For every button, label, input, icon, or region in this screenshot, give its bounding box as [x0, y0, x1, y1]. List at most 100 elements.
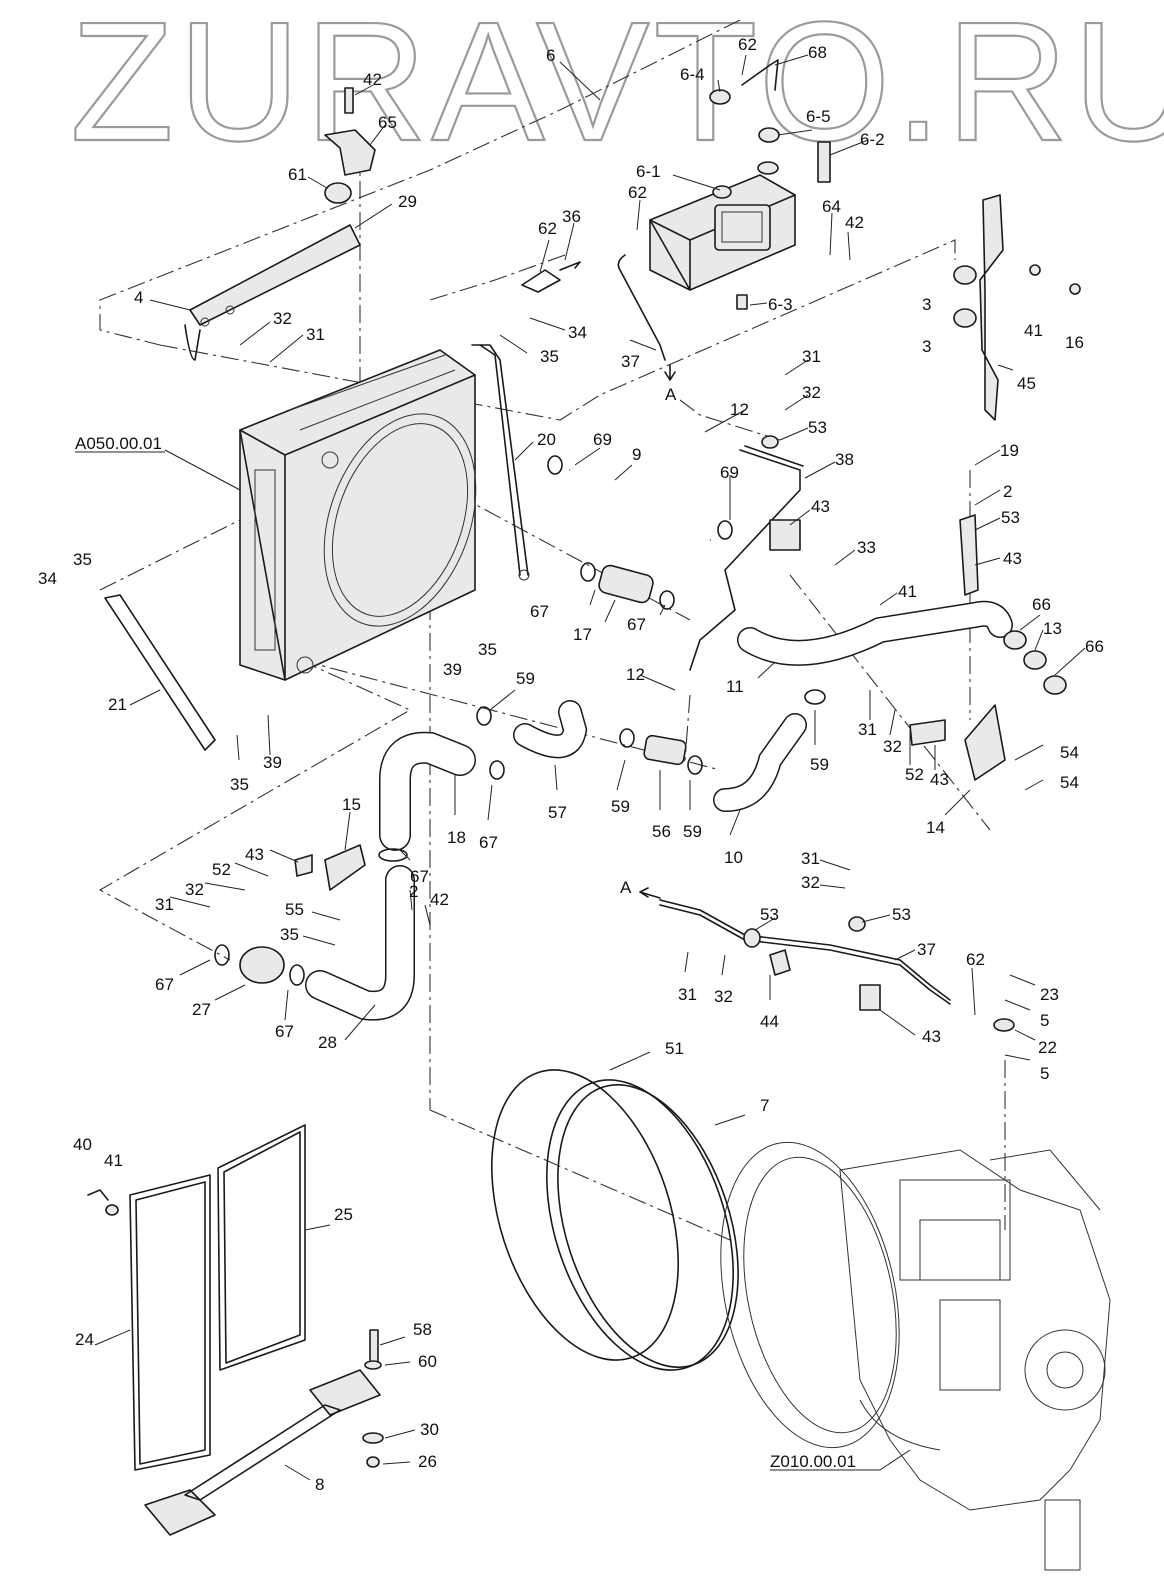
callout: 28 [318, 1033, 337, 1052]
callout: 6-4 [680, 65, 705, 84]
callout: 29 [398, 192, 417, 211]
callout: 42 [363, 70, 382, 89]
callout: 51 [665, 1039, 684, 1058]
pipe-37-lower [659, 899, 951, 1001]
callout: 5 [1040, 1011, 1049, 1030]
callout: 31 [155, 895, 174, 914]
callout: 43 [811, 497, 830, 516]
callout: 18 [447, 828, 466, 847]
callout: 69 [720, 463, 739, 482]
callout: 25 [334, 1205, 353, 1224]
callout: 52 [212, 860, 231, 879]
callout: 62 [628, 183, 647, 202]
bracket-65 [324, 129, 376, 176]
callout: 67 [155, 975, 174, 994]
stay-rod-20b [479, 344, 521, 576]
callout: 34 [568, 323, 587, 342]
callout: 43 [930, 770, 949, 789]
ref-engine: Z010.00.01 [770, 1452, 856, 1471]
radiator-assembly [239, 349, 477, 681]
washer-41 [105, 1204, 119, 1216]
callout: 53 [808, 418, 827, 437]
callout: 60 [418, 1352, 437, 1371]
stay-8 [144, 1329, 384, 1536]
callout: 44 [760, 1012, 779, 1031]
callout: 31 [801, 849, 820, 868]
banjo-22 [993, 1018, 1015, 1032]
callout: 37 [917, 940, 936, 959]
callout: 13 [1043, 619, 1062, 638]
callout: 57 [548, 803, 567, 822]
callout-labels: 6 6-4 62 68 6-5 6-2 6-1 42 65 61 29 62 3… [38, 35, 1104, 1494]
callout: 12 [626, 665, 645, 684]
callout: 54 [1060, 743, 1079, 762]
callout: 35 [280, 925, 299, 944]
callout: 2 [409, 882, 418, 901]
callout: 67 [275, 1022, 294, 1041]
callout: 4 [134, 288, 143, 307]
callout: 2 [1003, 482, 1012, 501]
callout: 41 [104, 1151, 123, 1170]
callout: 64 [822, 197, 841, 216]
callout: 38 [835, 450, 854, 469]
callout: 31 [802, 347, 821, 366]
callout: 30 [420, 1420, 439, 1439]
callout: 39 [263, 753, 282, 772]
screens-24-25 [129, 1124, 306, 1471]
bracket-43-left [294, 854, 313, 877]
callout: 62 [538, 219, 557, 238]
callout: 53 [1001, 508, 1020, 527]
callout: 40 [73, 1135, 92, 1154]
callout: 31 [858, 720, 877, 739]
callout: 32 [714, 987, 733, 1006]
callout: 7 [760, 1096, 769, 1115]
callout: 31 [306, 325, 325, 344]
callout: 58 [413, 1320, 432, 1339]
callout: 59 [683, 822, 702, 841]
watermark-text: ZURAVTO.RU [70, 0, 1164, 177]
callout: 62 [738, 35, 757, 54]
overflow-pipe-37 [617, 254, 666, 361]
reservoir-tank [649, 59, 831, 310]
callout: 11 [726, 677, 744, 696]
pipe-38 [689, 449, 801, 671]
callout: 12 [730, 400, 749, 419]
callout: 69 [593, 430, 612, 449]
callout: 27 [192, 1000, 211, 1019]
callout: 59 [810, 755, 829, 774]
callout: 32 [883, 737, 902, 756]
callout: 68 [808, 43, 827, 62]
callout: 22 [1038, 1038, 1057, 1057]
rod-21 [104, 594, 216, 751]
callout: 24 [75, 1330, 94, 1349]
callout: 17 [573, 625, 592, 644]
callout: 32 [185, 880, 204, 899]
callout: 56 [652, 822, 671, 841]
fan-ring-51-7 [491, 1069, 739, 1371]
arrow-a-top: A [665, 385, 677, 404]
bracket-44 [769, 949, 791, 976]
callout: 52 [905, 765, 924, 784]
callout: 32 [802, 383, 821, 402]
callout: 35 [230, 775, 249, 794]
callout: 14 [926, 818, 945, 837]
callout: 35 [478, 640, 497, 659]
callout: 6-5 [806, 107, 831, 126]
callout: 26 [418, 1452, 437, 1471]
callout: 35 [73, 550, 92, 569]
callout: 43 [1003, 549, 1022, 568]
bolt-42-top [344, 87, 354, 114]
ref-radiator: A050.00.01 [75, 434, 162, 453]
callout: 42 [845, 213, 864, 232]
bracket-43-bottom [859, 984, 881, 1011]
callout: 10 [724, 848, 743, 867]
bracket-36 [521, 269, 561, 293]
callout: 66 [1032, 595, 1051, 614]
callout: 6-3 [768, 295, 793, 314]
leader-lines [94, 54, 1086, 1481]
callout: 32 [801, 873, 820, 892]
callout: 9 [632, 445, 641, 464]
hose-17 [598, 564, 654, 604]
callout: 6 [546, 46, 555, 65]
